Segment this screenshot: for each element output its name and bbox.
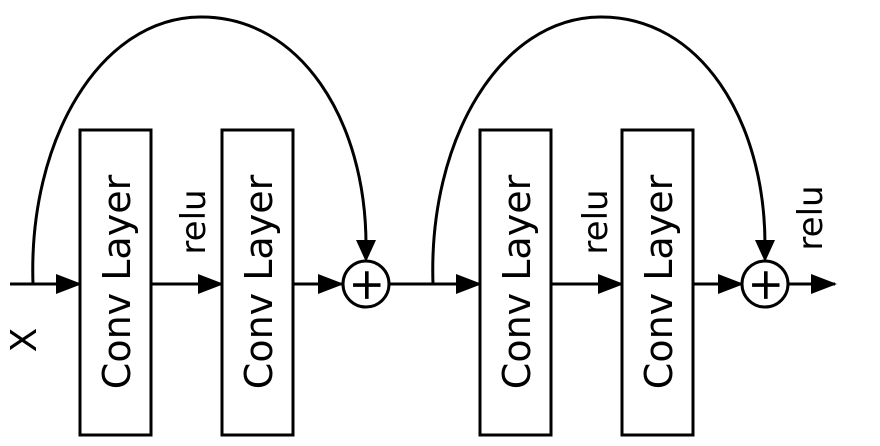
adder-1 xyxy=(341,259,391,309)
adder-2 xyxy=(740,259,790,309)
adder-2-symbol: + xyxy=(740,267,791,304)
skip-connection-2 xyxy=(431,15,767,285)
conv-block-2-label: Conv Layer xyxy=(237,174,281,389)
skip-connection-1 xyxy=(31,15,368,285)
relu-label-1: relu xyxy=(174,189,214,254)
conv-block-3-label: Conv Layer xyxy=(495,174,539,389)
conv-block-4-label: Conv Layer xyxy=(637,174,681,389)
conv-block-1-label: Conv Layer xyxy=(95,174,139,389)
conv-block-2 xyxy=(220,128,295,437)
skip-connection-1-arrowhead xyxy=(356,240,376,262)
relu-label-3: relu xyxy=(791,185,831,250)
conv-block-4 xyxy=(620,128,695,437)
skip-connection-2-arrowhead xyxy=(755,240,775,262)
input-x-label: X xyxy=(4,328,45,353)
conv-block-3 xyxy=(478,128,553,437)
conv-block-1 xyxy=(78,128,153,437)
adder-1-symbol: + xyxy=(341,267,392,304)
relu-label-2: relu xyxy=(576,189,616,254)
